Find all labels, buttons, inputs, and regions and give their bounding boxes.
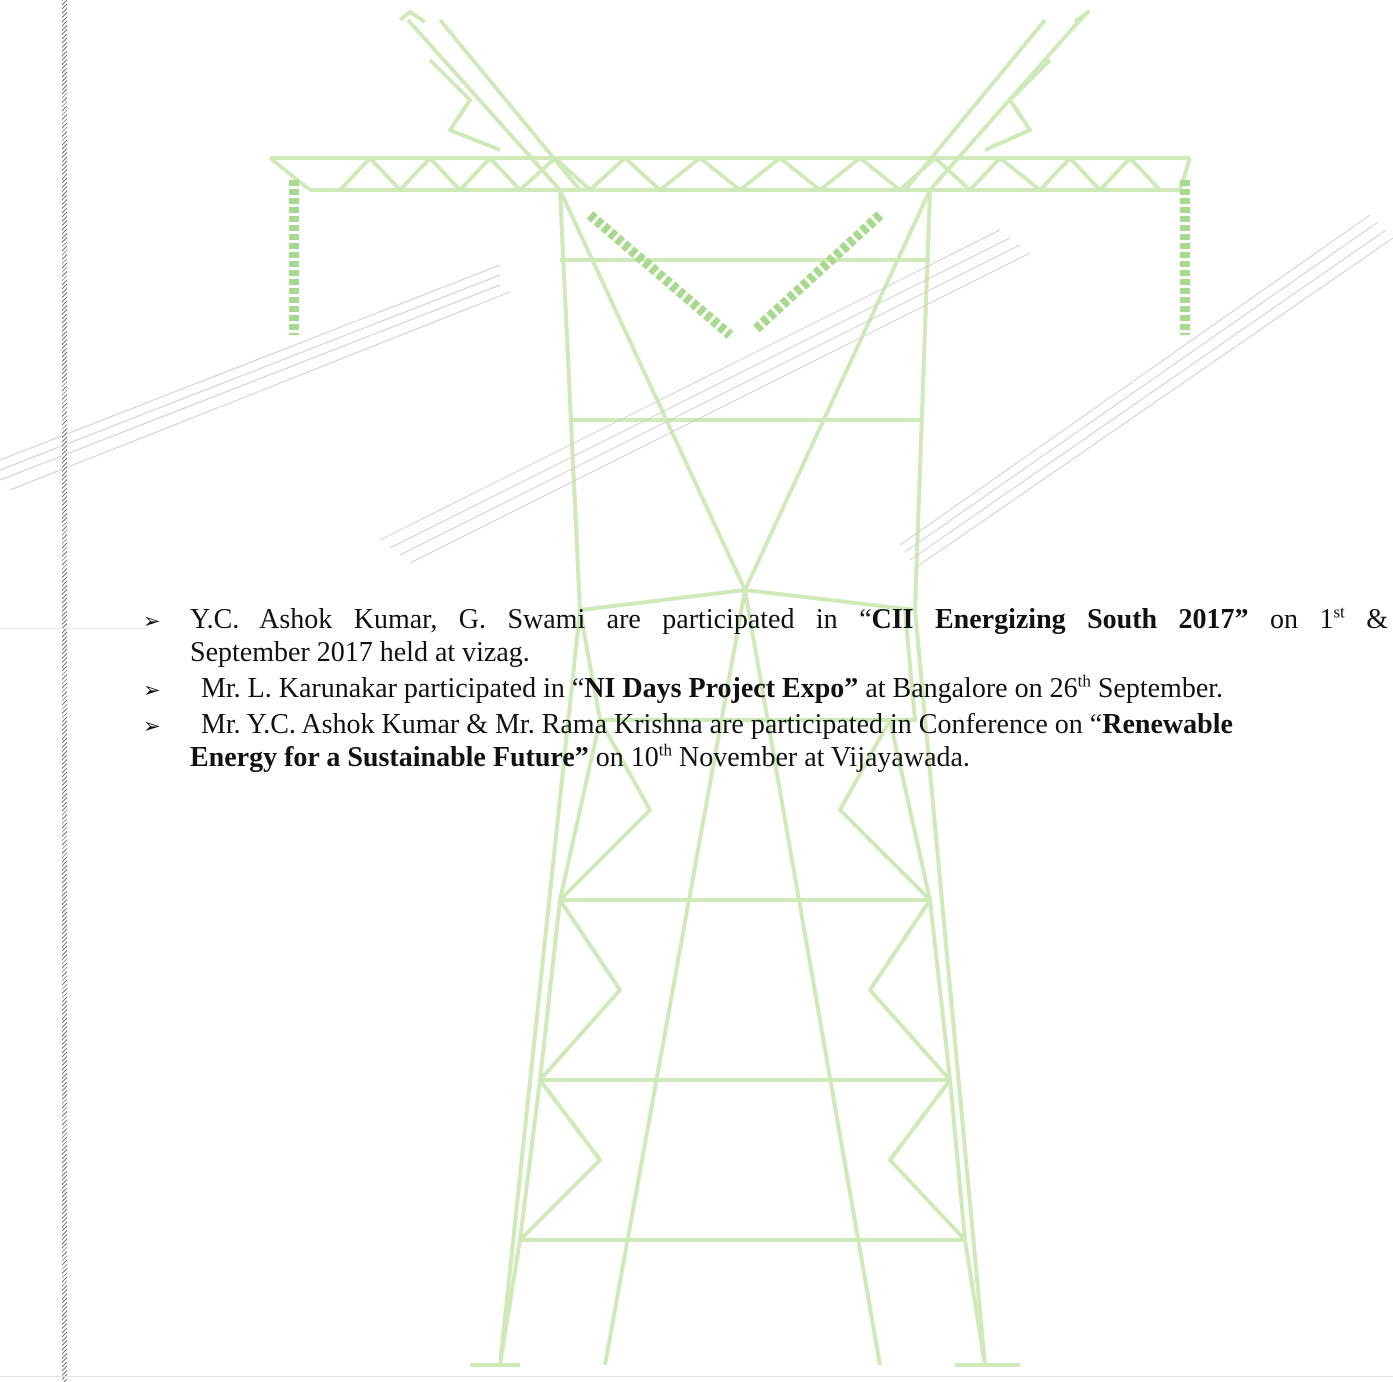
arrow-bullet-icon: ➢ [143, 609, 161, 633]
bullet-text: September. [1090, 673, 1224, 704]
arrow-bullet-icon: ➢ [143, 678, 161, 702]
bullet-text: November at Vijayawada. [672, 742, 970, 773]
bullet-text: Mr. Y.C. Ashok Kumar & Mr. Rama Krishna … [201, 709, 1103, 740]
side-rule [0, 628, 150, 629]
ordinal-suffix: th [658, 740, 673, 760]
page-left-border [62, 0, 67, 1382]
bullet-text: on 10 [588, 742, 659, 773]
bottom-rule [0, 1376, 1393, 1377]
ordinal-suffix: st [1333, 603, 1345, 622]
activity-bullet-list: ➢ Y.C. Ashok Kumar, G. Swami are partici… [143, 603, 1388, 777]
bullet-text: Y.C. Ashok Kumar, G. Swami are participa… [190, 604, 872, 635]
bullet-item-cii: ➢ Y.C. Ashok Kumar, G. Swami are partici… [143, 603, 1388, 669]
arrow-bullet-icon: ➢ [143, 714, 161, 738]
bullet-item-ni-days: ➢ Mr. L. Karunakar participated in “NI D… [143, 672, 1388, 705]
bullet-text: September 2017 held at vizag. [190, 637, 530, 668]
bullet-text: & [1344, 604, 1388, 635]
event-name: CII Energizing South 2017” [871, 604, 1249, 635]
event-name: Energy for a Sustainable Future” [190, 742, 589, 773]
event-name: Renewable [1102, 709, 1233, 740]
bullet-text: on 1 [1248, 604, 1334, 635]
bullet-line: Y.C. Ashok Kumar, G. Swami are participa… [190, 603, 1388, 636]
event-name: NI Days Project Expo” [584, 673, 859, 704]
bullet-item-renewable: ➢ Mr. Y.C. Ashok Kumar & Mr. Rama Krishn… [143, 708, 1388, 774]
ordinal-suffix: th [1077, 671, 1091, 691]
bullet-text: at Bangalore on 26 [858, 673, 1078, 704]
bullet-text: Mr. L. Karunakar participated in “ [201, 673, 585, 704]
